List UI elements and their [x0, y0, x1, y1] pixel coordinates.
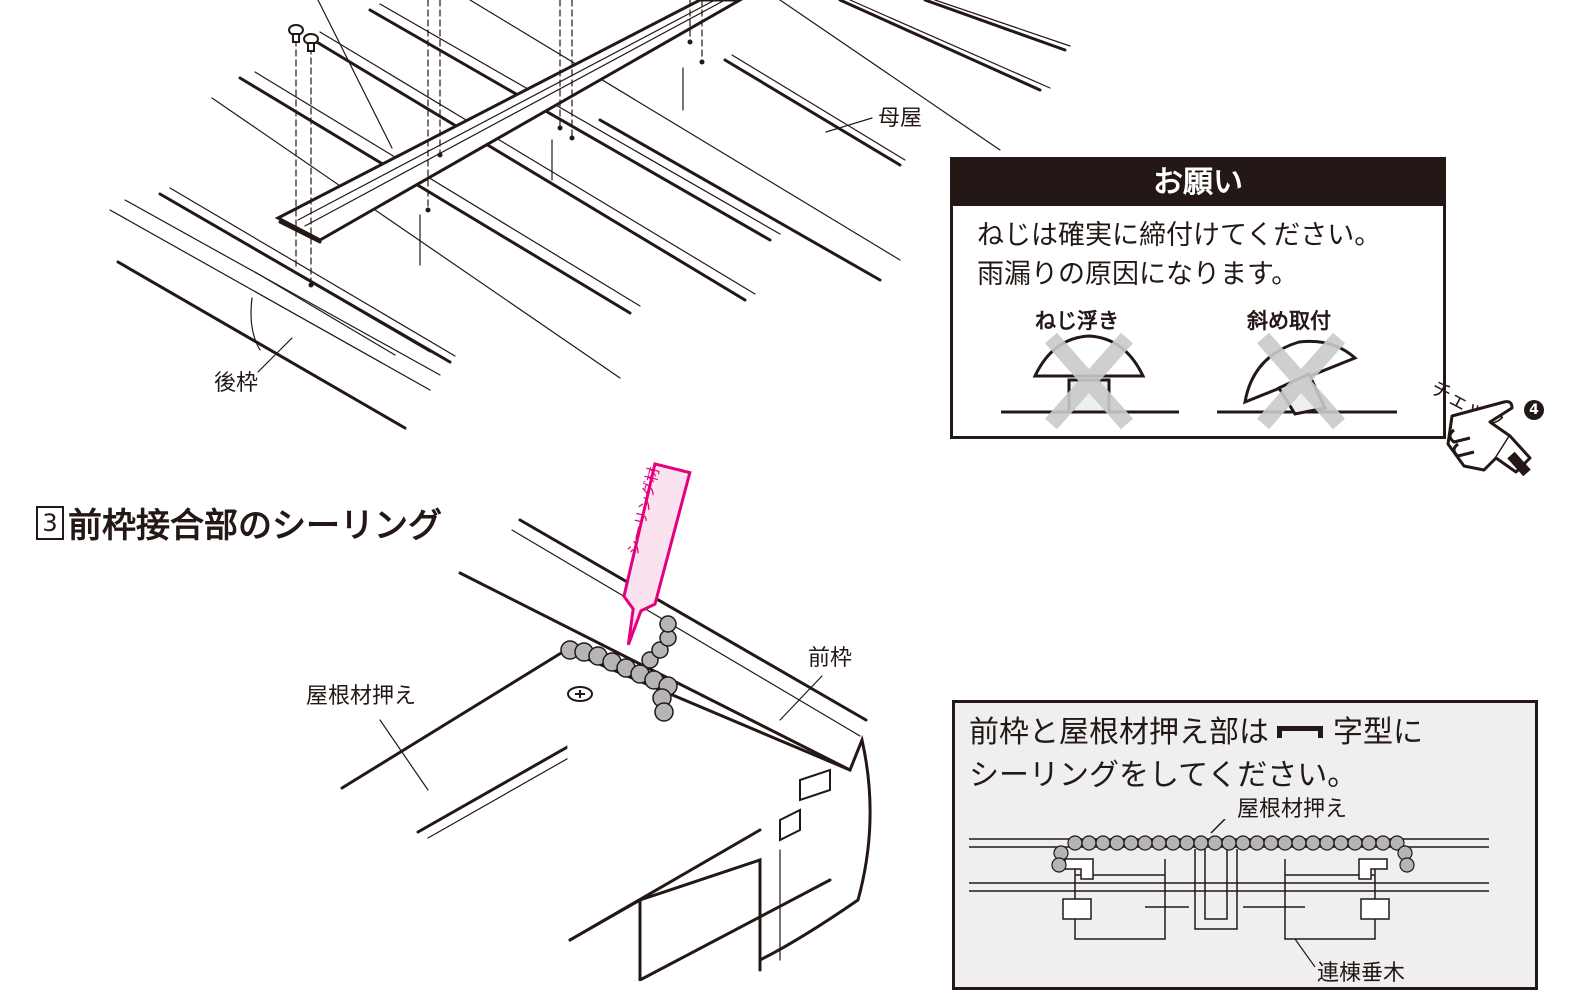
- bad-example-illustrations: [1001, 332, 1397, 430]
- rear-frame-label: 後枠: [214, 371, 259, 396]
- screw-head-icon: [567, 686, 593, 702]
- check-number: 4: [1524, 400, 1544, 420]
- front-frame-illustration: [340, 518, 872, 981]
- request-line-2: 雨漏りの原因になります。: [977, 259, 1299, 290]
- section-heading: 3 前枠接合部のシーリング: [36, 498, 442, 547]
- section-title: 前枠接合部のシーリング: [68, 506, 442, 546]
- floating-screw-icon: [1001, 332, 1179, 430]
- note-line-2: シーリングをしてください。: [969, 758, 1358, 793]
- section-number: 3: [36, 505, 64, 540]
- request-line-1: ねじは確実に締付けてください。: [977, 220, 1382, 251]
- request-text: ねじは確実に締付けてください。 雨漏りの原因になります。: [977, 216, 1381, 294]
- sealant-tube: シーリング材: [614, 462, 694, 652]
- check-badge: チェック 4: [1427, 352, 1590, 482]
- bracket-shape-icon: [1277, 725, 1323, 738]
- note-text: 前枠と屋根材押え部は 字型に シーリングをしてください。: [969, 711, 1423, 797]
- note-line-1-prefix: 前枠と屋根材押え部は: [969, 715, 1269, 750]
- request-title: お願い: [953, 160, 1443, 206]
- front-frame-label: 前枠: [808, 646, 853, 671]
- rafter-label: 連棟垂木: [1317, 961, 1406, 986]
- section-sealant-beads: [1051, 835, 1415, 873]
- purlin-label: 母屋: [878, 106, 923, 131]
- bad-example-floating-screw-label: ねじ浮き: [1035, 309, 1119, 333]
- screw-icon: [288, 24, 319, 52]
- cross-section-diagram: [969, 819, 1489, 968]
- note-roof-holder-label: 屋根材押え: [1237, 797, 1348, 822]
- pointing-hand-icon: [1446, 400, 1532, 476]
- bad-example-slanted-screw-label: 斜め取付: [1247, 309, 1331, 333]
- request-box: お願い ねじは確実に締付けてください。 雨漏りの原因になります。 ねじ浮き 斜め…: [950, 157, 1446, 439]
- note-line-1: 前枠と屋根材押え部は 字型に: [969, 711, 1423, 754]
- note-line-1-suffix: 字型に: [1333, 715, 1423, 750]
- top-roof-illustration: [109, 0, 1071, 430]
- roof-holder-label: 屋根材押え: [306, 684, 417, 709]
- sealant-bead-line: [560, 615, 678, 722]
- slanted-screw-icon: [1217, 332, 1397, 430]
- note-box: 前枠と屋根材押え部は 字型に シーリングをしてください。 屋根材押え: [952, 700, 1538, 990]
